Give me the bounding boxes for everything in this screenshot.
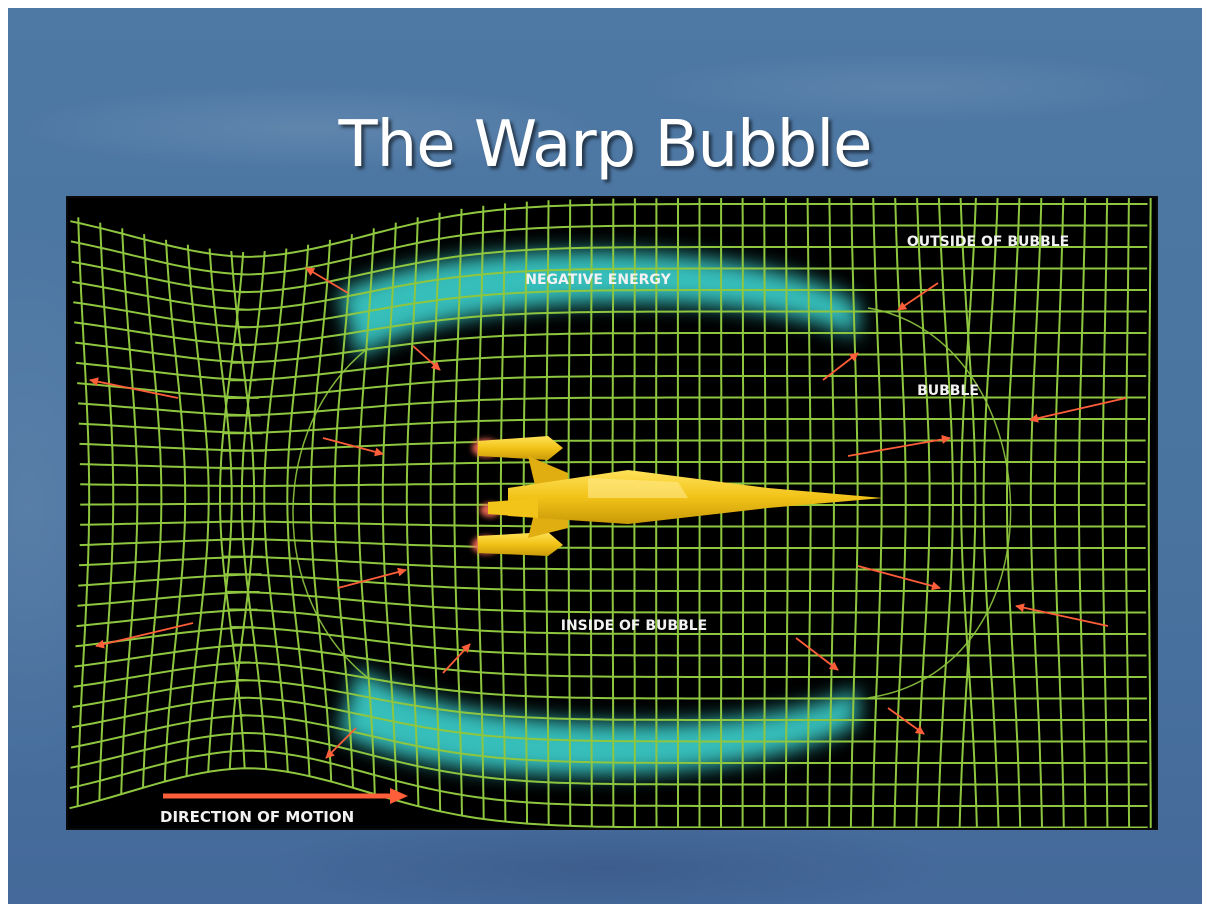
slide: The Warp Bubble (8, 8, 1202, 904)
grid-line (1079, 198, 1086, 828)
grid-line (78, 217, 90, 806)
grid-line (1007, 198, 1020, 828)
grid-line (984, 198, 999, 828)
direction-arrow (163, 788, 408, 804)
label-outside-of-bubble: OUTSIDE OF BUBBLE (907, 234, 1069, 250)
grid-line (1149, 198, 1151, 828)
grid-line (938, 198, 953, 828)
diagram-canvas: OUTSIDE OF BUBBLE NEGATIVE ENERGY BUBBLE… (68, 198, 1156, 828)
grid-line (75, 333, 1146, 363)
grid-line (743, 198, 744, 828)
grid-line (99, 223, 113, 801)
label-inside-of-bubble: INSIDE OF BUBBLE (561, 618, 707, 634)
label-bubble: BUBBLE (917, 383, 979, 399)
label-direction-of-motion: DIRECTION OF MOTION (160, 808, 354, 826)
grid-line (851, 198, 858, 828)
grid-line (1031, 198, 1042, 828)
warp-bubble-diagram: OUTSIDE OF BUBBLE NEGATIVE ENERGY BUBBLE… (68, 198, 1156, 828)
grid-line (764, 198, 765, 828)
label-negative-energy: NEGATIVE ENERGY (525, 272, 671, 288)
grid-line (873, 198, 882, 828)
grid-line (1103, 198, 1108, 828)
grid-line (1126, 198, 1129, 828)
grid-line (1055, 198, 1064, 828)
slide-title: The Warp Bubble (8, 108, 1202, 182)
grid-line (895, 198, 906, 828)
